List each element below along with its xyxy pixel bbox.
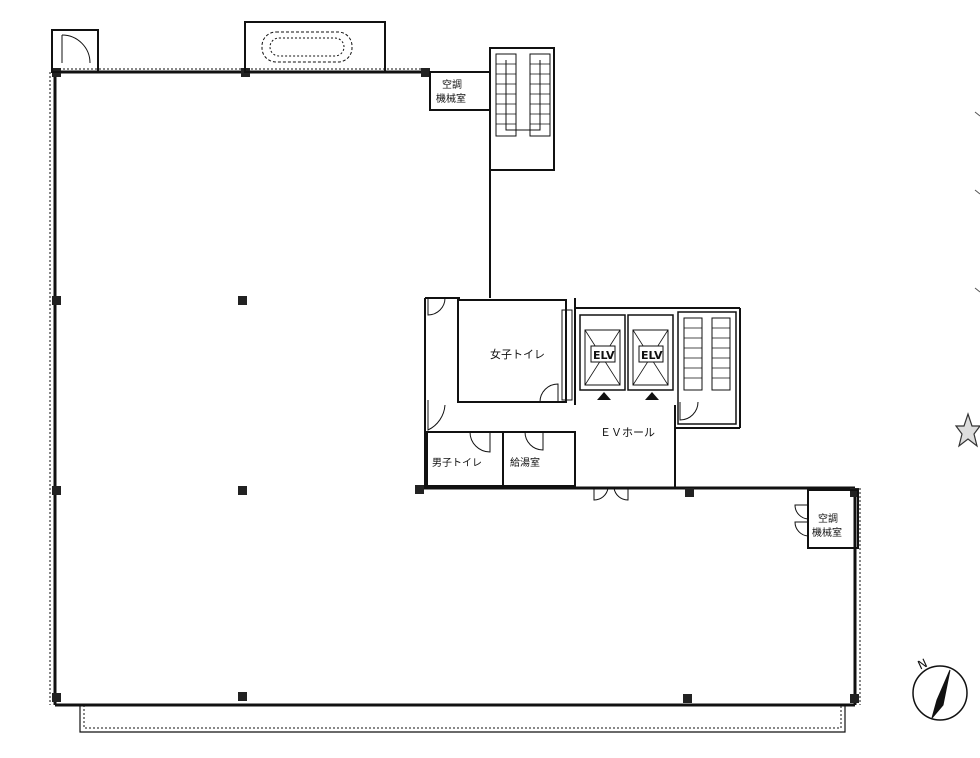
mens-toilet: 男子トイレ [426, 431, 504, 487]
core-walls [424, 297, 741, 488]
elevator-1-label: ELV [593, 349, 615, 362]
top-left-door [51, 29, 99, 73]
hvac-room-upper-label-line1: 空調 [442, 78, 462, 91]
elevator-2-label: ELV [641, 349, 663, 362]
ev-hall-label: ＥＶホール [600, 426, 655, 439]
womens-toilet: 女子トイレ [427, 297, 573, 431]
office-walls [49, 68, 861, 733]
elevator-labels: ELV ELV [590, 345, 664, 400]
elevator-1-arrow-icon [597, 392, 611, 400]
kitchenette-label: 給湯室 [510, 456, 540, 469]
hvac-room-right-label-line1: 空調 [818, 512, 838, 525]
hvac-room-right: 空調 機械室 [794, 489, 859, 549]
elevator-2-arrow-icon [645, 392, 659, 400]
north-label: N [916, 656, 930, 672]
hvac-room-upper-label-line2: 機械室 [436, 92, 466, 105]
lower-stairwell [677, 311, 737, 425]
top-balcony [244, 21, 386, 73]
mens-toilet-label: 男子トイレ [432, 457, 482, 469]
kitchenette: 給湯室 [502, 431, 576, 487]
upper-stairwell [489, 47, 555, 171]
columns [52, 68, 859, 703]
womens-toilet-label: 女子トイレ [490, 347, 545, 361]
hvac-room-right-label-line2: 機械室 [812, 526, 842, 539]
star-icon [954, 412, 980, 448]
ev-hall-double-door [593, 487, 629, 501]
edge-marks [974, 111, 980, 293]
hvac-room-upper: 空調 機械室 [429, 71, 491, 111]
ev-hall: ＥＶホール [600, 426, 655, 439]
north-arrow-icon: N [912, 656, 968, 721]
